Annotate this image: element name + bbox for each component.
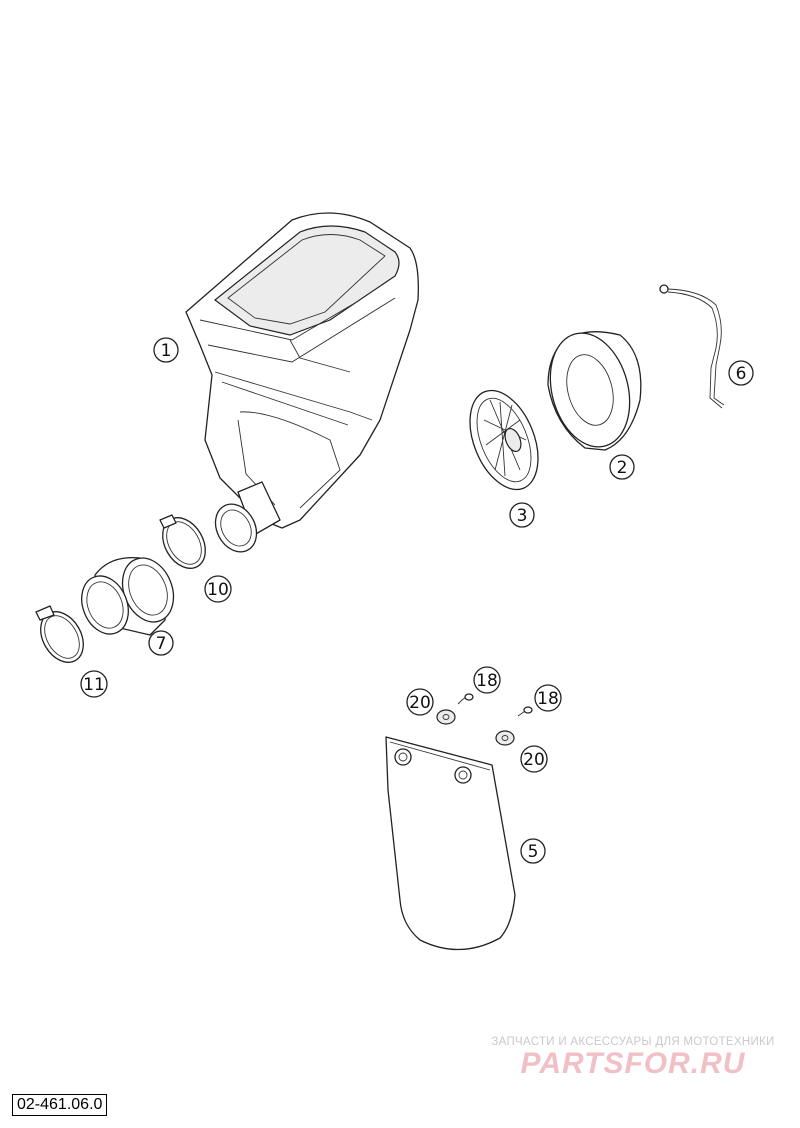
filter-cage-part [469, 389, 539, 491]
air-filter-part [547, 331, 642, 451]
callout-2: 2 [609, 454, 635, 480]
callout-3-label: 3 [517, 506, 528, 526]
callout-5-label: 5 [528, 842, 539, 862]
washer-20b-part [495, 730, 515, 746]
callout-18a: 18 [473, 666, 501, 694]
washer-20a-part [436, 709, 456, 725]
watermark: ЗАПЧАСТИ И АКСЕССУАРЫ ДЛЯ МОТОТЕХНИКИ PA… [478, 1036, 788, 1080]
screw-18b-part [517, 706, 533, 717]
callout-10: 10 [204, 575, 232, 603]
callout-18b: 18 [534, 684, 562, 712]
watermark-logo: PARTSFOR.RU [520, 1047, 746, 1080]
callout-20a-label: 20 [409, 693, 431, 713]
callout-18a-label: 18 [476, 671, 498, 691]
callout-11: 11 [80, 670, 108, 698]
callout-7-label: 7 [156, 634, 167, 654]
watermark-tagline: ЗАПЧАСТИ И АКСЕССУАРЫ ДЛЯ МОТОТЕХНИКИ [491, 1036, 775, 1048]
callout-1-label: 1 [161, 341, 172, 361]
screw-18a-part [457, 693, 474, 705]
hose-clamp-11-part [35, 605, 84, 663]
callout-1: 1 [153, 337, 179, 363]
callout-3: 3 [509, 502, 535, 528]
callout-6-label: 6 [736, 364, 747, 384]
callout-20b-label: 20 [523, 750, 545, 770]
callout-10-label: 10 [207, 580, 229, 600]
callout-5: 5 [520, 838, 546, 864]
callout-2-label: 2 [617, 458, 628, 478]
callout-11-label: 11 [83, 675, 105, 695]
callout-20a: 20 [406, 688, 434, 716]
diagram-code: 02-461.06.0 [12, 1094, 108, 1116]
callout-7: 7 [148, 630, 174, 656]
vent-hose-part [659, 284, 725, 409]
callout-6: 6 [728, 360, 754, 386]
intake-boot-part [81, 556, 175, 636]
callout-18b-label: 18 [537, 689, 559, 709]
airbox-part [185, 212, 419, 529]
mud-flap-part [385, 736, 516, 951]
hose-clamp-10-part [159, 514, 206, 569]
airbox-outlet-tube [214, 481, 281, 553]
callout-20b: 20 [520, 745, 548, 773]
